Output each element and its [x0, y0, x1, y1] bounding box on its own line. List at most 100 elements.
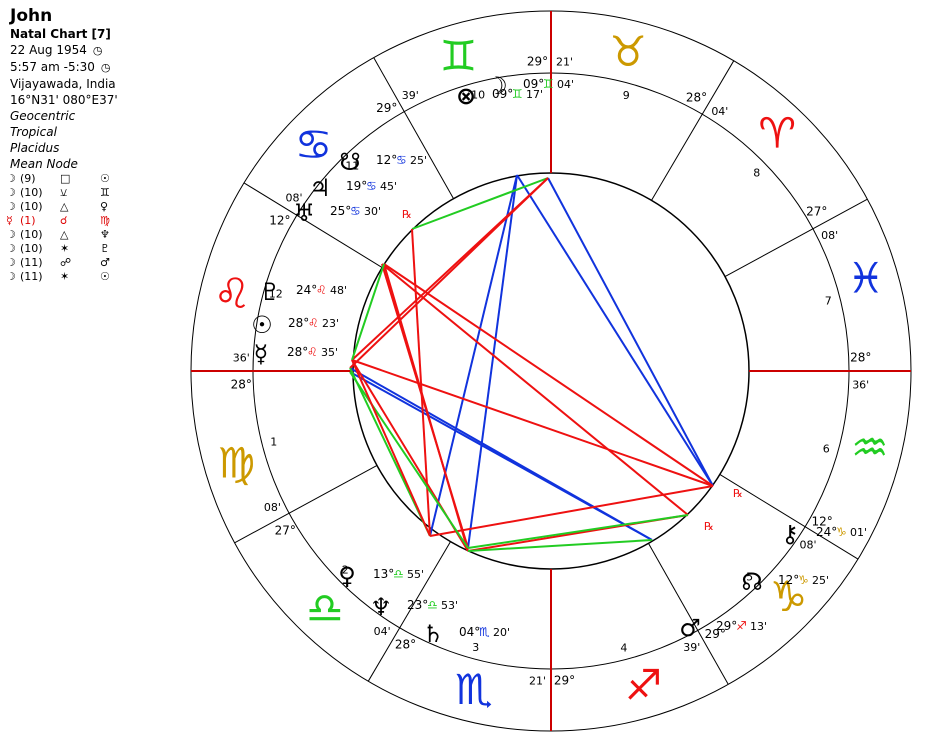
sun-degree: 28°	[288, 316, 309, 330]
house-number: 1	[270, 435, 277, 448]
chart-type: Natal Chart [7]	[10, 27, 111, 41]
mars-sign: ♐	[736, 619, 747, 633]
cusp-minute: 36'	[233, 351, 250, 364]
cusp-minute: 04'	[711, 105, 728, 118]
cusp-minute: 36'	[852, 379, 869, 392]
retrograde-mark: ℞	[704, 520, 714, 533]
aspect-line	[429, 174, 518, 537]
zodiac-sign-glyph: ♒	[851, 423, 889, 472]
aspect-cell: (11)	[20, 270, 43, 283]
zodiac-sign-glyph: ♋	[295, 120, 333, 169]
uranus-minute: 30'	[364, 205, 381, 218]
aspect-cell: △	[60, 228, 69, 241]
aspect-table: ☽(9)□☉☽(10)⚺♊☽(10)△♀☿(1)☌♍☽(10)△♆☽(10)✶♇…	[6, 172, 114, 284]
aspect-cell: (1)	[20, 214, 36, 227]
aspect-line	[467, 174, 518, 549]
house-number: 12	[269, 287, 283, 300]
setting-zodiac-frame: Geocentric	[10, 109, 76, 123]
cusp-degree: 12°	[811, 514, 832, 528]
cusp-degree: 27°	[275, 524, 296, 538]
aspect-cell: (10)	[20, 186, 43, 199]
zodiac-sign-glyph: ♉	[609, 27, 647, 76]
birth-date: 22 Aug 1954	[10, 43, 87, 57]
cusp-minute: 39'	[683, 641, 700, 654]
zodiac-sign-glyph: ♊	[440, 31, 478, 80]
chiron-degree: 24°	[816, 525, 837, 539]
zodiac-sign-glyph: ♓	[847, 253, 885, 302]
uranus-degree: 25°	[330, 204, 351, 218]
birth-time-line: 5:57 am -5:30◷	[10, 59, 118, 76]
birth-time: 5:57 am -5:30	[10, 60, 95, 74]
aspect-cell: ☽	[6, 186, 16, 199]
pluto-glyph: ♇	[259, 278, 281, 306]
aspect-cell: ♍	[100, 214, 110, 227]
aspect-line	[349, 371, 469, 549]
uranus-glyph: ♅	[293, 199, 315, 227]
house-number: 9	[623, 89, 630, 102]
south-node-minute: 25'	[410, 154, 427, 167]
cusp-degree: 27°	[806, 204, 827, 218]
aspect-line	[349, 367, 653, 541]
cusp-degree: 29°	[376, 101, 397, 115]
cusp-minute: 39'	[402, 89, 419, 102]
saturn-sign: ♏	[479, 625, 490, 639]
south-node-degree: 12°	[376, 153, 397, 167]
house-cusp-line	[651, 60, 735, 201]
cusp-minute: 04'	[374, 625, 391, 638]
pluto-degree: 24°	[296, 283, 317, 297]
house-cusp-line	[234, 465, 378, 544]
setting-zodiac-type: Tropical	[10, 125, 57, 139]
aspect-line	[351, 263, 385, 361]
house-cusp-lines	[191, 11, 911, 731]
aspect-cell: ☽	[6, 256, 16, 269]
south-node-sign: ♋	[396, 153, 407, 167]
birth-place: Vijayawada, India	[10, 77, 116, 91]
house-number: 4	[620, 642, 627, 655]
aspect-row: ☽(11)✶☉	[6, 270, 114, 284]
mars-minute: 13'	[750, 620, 767, 633]
house-number: 10	[471, 88, 485, 101]
house-cusp-line	[719, 474, 859, 560]
house-cusp-labels: 28°36'127°08'228°04'329°21'429°39'512°08…	[231, 54, 872, 687]
aspect-line	[351, 359, 714, 487]
aspect-cell: ☍	[60, 256, 72, 269]
jupiter-degree: 19°	[346, 179, 367, 193]
aspect-cell: ⚺	[60, 186, 68, 199]
house-number: 11	[345, 159, 359, 172]
jupiter-glyph: ♃	[309, 174, 331, 202]
house-cusp-line	[648, 543, 729, 685]
aspect-cell: ✶	[60, 242, 70, 255]
cusp-degree: 28°	[395, 638, 416, 652]
aspect-cell: ☽	[6, 200, 16, 213]
part-of-fortune-degree: 09°	[492, 87, 513, 101]
cusp-minute: 21'	[529, 675, 546, 688]
aspect-line	[429, 485, 714, 537]
moon-degree: 09°	[523, 77, 544, 91]
house-cusp-line	[373, 57, 454, 199]
sun-glyph: ☉	[251, 311, 273, 339]
chiron-minute: 01'	[850, 526, 867, 539]
zodiac-sign-glyph: ♌	[213, 269, 251, 318]
saturn-degree: 04°	[459, 625, 480, 639]
retrograde-mark: ℞	[402, 208, 412, 221]
cusp-degree: 28°	[850, 350, 871, 364]
aspect-line	[467, 539, 653, 552]
aspect-row: ☽(11)☍♂	[6, 256, 114, 270]
aspect-line	[351, 359, 431, 537]
neptune-sign: ♎	[427, 598, 438, 612]
uranus-sign: ♋	[350, 204, 361, 218]
aspect-cell: ☿	[6, 214, 13, 227]
aspect-cell: ♇	[100, 242, 110, 255]
zodiac-signs: ♈♉♊♋♌♍♎♏♐♑♒♓	[213, 27, 888, 714]
aspect-cell: ☽	[6, 270, 16, 283]
aspect-line	[411, 177, 549, 230]
venus-minute: 55'	[407, 568, 424, 581]
venus-degree: 13°	[373, 567, 394, 581]
aspect-cell: (10)	[20, 228, 43, 241]
mercury-degree: 28°	[287, 345, 308, 359]
house-number: 7	[825, 295, 832, 308]
aspect-row: ☿(1)☌♍	[6, 214, 114, 228]
part-of-fortune-glyph: ⊗	[456, 82, 476, 110]
jupiter-minute: 45'	[380, 180, 397, 193]
mercury-minute: 35'	[321, 346, 338, 359]
